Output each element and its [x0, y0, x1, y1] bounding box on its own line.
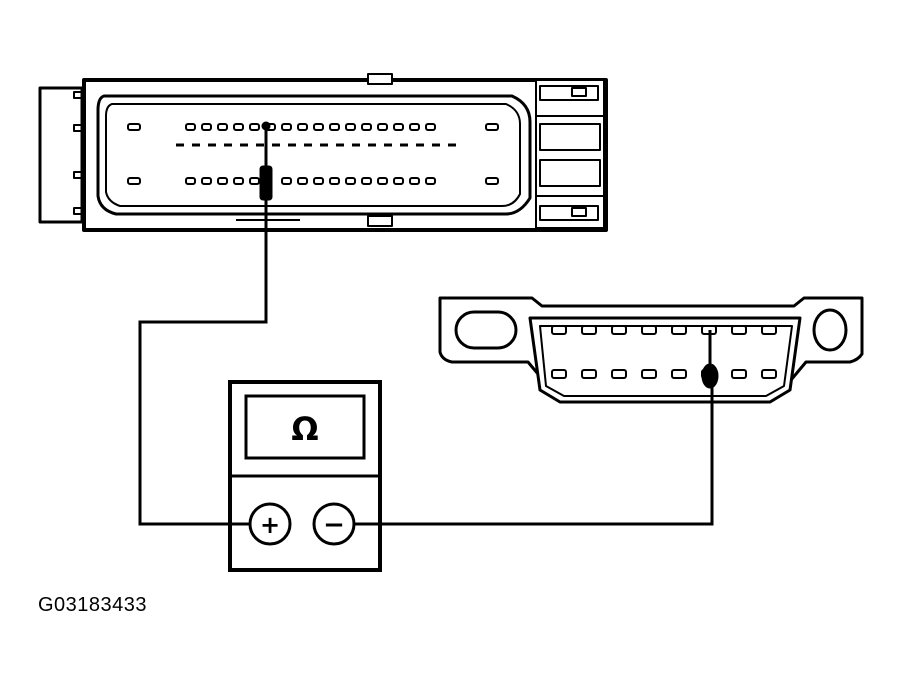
obd-pin-top: [641, 325, 657, 335]
obd-pin-bottom: [671, 369, 687, 379]
module-pin-top: [393, 123, 404, 131]
module-pin-top: [233, 123, 244, 131]
module-pin-top: [313, 123, 324, 131]
module-pin-bottom: [425, 177, 436, 185]
test-leads: [138, 198, 714, 526]
module-pin-bottom: [249, 177, 260, 185]
module-pin-bottom: [377, 177, 388, 185]
module-pin-bottom: [201, 177, 212, 185]
module-pin-bottom: [361, 177, 372, 185]
module-pin-bottom: [185, 177, 196, 185]
positive-test-lead: [138, 198, 268, 526]
module-pin-rows: [127, 123, 499, 185]
ohmmeter-display: [244, 394, 366, 460]
obd-socket-shell: [528, 316, 802, 404]
module-pin-top: [201, 123, 212, 131]
module-guide-pin: [127, 177, 141, 185]
module-pin-bottom: [297, 177, 308, 185]
module-pin-top: [217, 123, 228, 131]
module-left-flange: [38, 86, 84, 224]
module-pin-bottom: [217, 177, 228, 185]
negative-terminal-label: −: [323, 510, 345, 540]
module-guide-pin: [485, 177, 499, 185]
obd-pin-top: [761, 325, 777, 335]
positive-terminal-label: +: [260, 511, 280, 539]
module-pin-cavity: [96, 94, 532, 216]
module-pin-bottom: [313, 177, 324, 185]
module-pin-top: [185, 123, 196, 131]
module-pin-top: [377, 123, 388, 131]
obd-pin-top: [551, 325, 567, 335]
module-pin-top: [329, 123, 340, 131]
ohmmeter-display-symbol: Ω: [291, 410, 318, 448]
module-pin-top: [345, 123, 356, 131]
module-pin-bottom: [393, 177, 404, 185]
obd-pin-bottom: [731, 369, 747, 379]
module-pin-bottom: [233, 177, 244, 185]
module-guide-pin: [485, 123, 499, 131]
obd-pin-top: [671, 325, 687, 335]
module-pin-top: [361, 123, 372, 131]
module-connector: [38, 73, 608, 232]
module-pin-bottom: [409, 177, 420, 185]
module-guide-pin: [127, 123, 141, 131]
obd-pin-bottom: [611, 369, 627, 379]
obd-probe: [701, 330, 719, 404]
obd-pin-bottom: [581, 369, 597, 379]
module-pin-top: [249, 123, 260, 131]
ohmmeter: [228, 380, 382, 572]
obd-pin-top: [731, 325, 747, 335]
module-pin-top: [281, 123, 292, 131]
obd-right-mount-hole: [812, 308, 848, 352]
module-pin-top: [297, 123, 308, 131]
obd-pin-bottom: [761, 369, 777, 379]
obd-left-mount-slot: [454, 310, 518, 350]
module-probe: [259, 121, 273, 201]
module-pin-bottom: [329, 177, 340, 185]
module-pin-bottom: [345, 177, 356, 185]
obd-pin-top: [581, 325, 597, 335]
module-pin-top: [409, 123, 420, 131]
obd-pin-top: [611, 325, 627, 335]
negative-test-lead: [354, 380, 714, 526]
obd-connector: [438, 296, 864, 404]
module-pin-top: [425, 123, 436, 131]
obd-pin-bottom: [551, 369, 567, 379]
obd-pin-bottom: [641, 369, 657, 379]
module-pin-bottom: [281, 177, 292, 185]
figure-id-label: G03183433: [38, 594, 148, 616]
